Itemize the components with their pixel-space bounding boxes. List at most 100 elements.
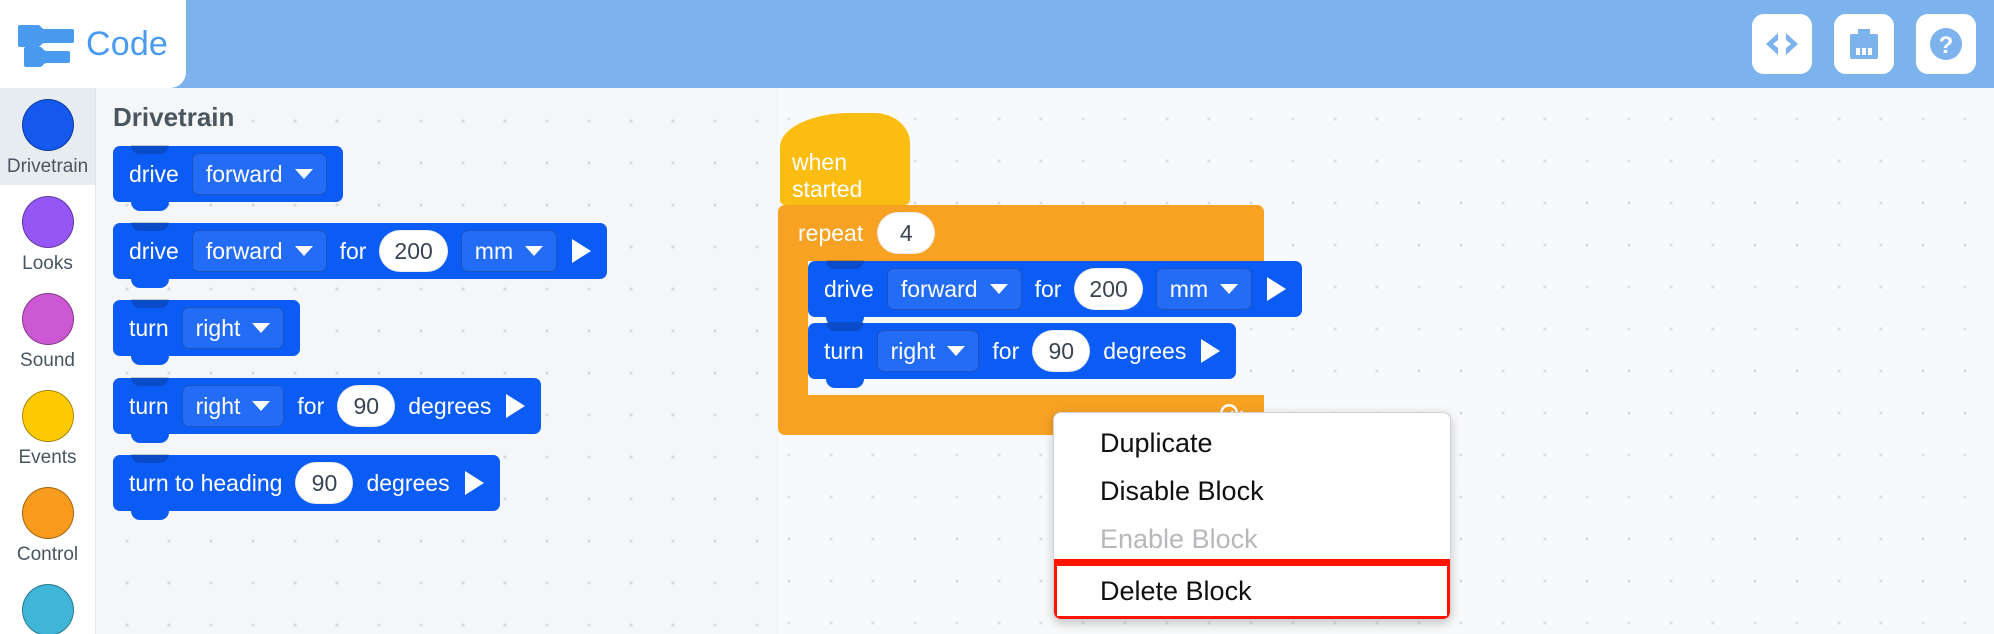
top-bar: Code bbox=[0, 0, 1994, 88]
svg-text:?: ? bbox=[1939, 32, 1954, 59]
category-color-dot bbox=[21, 196, 74, 248]
code-workspace[interactable]: when started repeat 4 drive forward bbox=[760, 88, 1994, 634]
context-menu-item-duplicate[interactable]: Duplicate bbox=[1100, 427, 1213, 458]
play-icon[interactable] bbox=[1201, 339, 1221, 363]
palette-block-turn-to-heading[interactable]: turn to heading 90 degrees bbox=[113, 454, 500, 520]
block-number-input[interactable]: 200 bbox=[379, 230, 448, 272]
block-word: drive bbox=[129, 237, 179, 264]
when-started-label: when started bbox=[792, 149, 863, 202]
block-word: drive bbox=[129, 160, 179, 187]
block-tail-label: degrees bbox=[366, 469, 450, 496]
turn-for-label: for bbox=[992, 337, 1020, 364]
devices-button[interactable] bbox=[1834, 14, 1894, 74]
robot-brain-icon bbox=[1847, 27, 1881, 61]
block-top-notch bbox=[131, 145, 169, 154]
block-bottom-nub bbox=[131, 279, 169, 288]
block-dropdown-value: right bbox=[195, 314, 241, 341]
context-menu-item-disable-block[interactable]: Disable Block bbox=[1100, 475, 1264, 506]
drive-block[interactable]: drive forward for 200 mm bbox=[808, 260, 1303, 326]
block-dropdown-value: right bbox=[195, 392, 241, 419]
sidebar-item-events[interactable]: Events bbox=[0, 379, 95, 476]
block-number-input[interactable]: 90 bbox=[337, 385, 396, 427]
chevron-down-icon bbox=[989, 284, 1008, 294]
block-tail-label: degrees bbox=[408, 392, 492, 419]
workspace-left-gutter bbox=[760, 88, 778, 634]
sidebar-item-label: Sound bbox=[20, 350, 75, 371]
drive-for-label: for bbox=[1034, 275, 1062, 302]
block-number-input[interactable]: 90 bbox=[295, 462, 354, 504]
drive-direction-value: forward bbox=[900, 275, 978, 302]
help-button[interactable]: ? bbox=[1916, 14, 1976, 74]
block-unit-dropdown[interactable]: mm bbox=[460, 230, 558, 272]
app-title: Code bbox=[85, 24, 169, 63]
sidebar-item-sound[interactable]: Sound bbox=[0, 282, 95, 379]
toolbar-buttons: ? bbox=[1752, 14, 1976, 74]
turn-label: turn bbox=[824, 337, 864, 364]
repeat-block[interactable]: repeat 4 drive forward for 200 bbox=[778, 205, 1303, 435]
block-body: drive forward bbox=[113, 145, 343, 211]
turn-block[interactable]: turn right for 90 degrees bbox=[808, 322, 1237, 388]
sidebar-item-label: Drivetrain bbox=[6, 156, 89, 177]
block-bottom-nub bbox=[131, 434, 169, 443]
block-word: turn bbox=[129, 314, 169, 341]
block-body: turn right bbox=[113, 299, 301, 365]
block-word: turn to heading bbox=[129, 469, 283, 496]
hat-cap bbox=[780, 113, 910, 147]
view-code-button[interactable] bbox=[1752, 14, 1812, 74]
chevron-down-icon bbox=[252, 323, 271, 333]
drive-unit-value: mm bbox=[1169, 275, 1209, 302]
drive-distance-input[interactable]: 200 bbox=[1074, 268, 1143, 310]
when-started-block[interactable]: when started bbox=[780, 113, 910, 214]
palette-block-turn-right[interactable]: turn right bbox=[113, 299, 301, 365]
play-icon[interactable] bbox=[506, 394, 526, 418]
sidebar-item-looks[interactable]: Looks bbox=[0, 185, 95, 282]
block-unit-value: mm bbox=[474, 237, 514, 264]
sidebar-item-label: Events bbox=[18, 447, 77, 468]
block-dropdown[interactable]: forward bbox=[191, 230, 327, 272]
category-color-dot bbox=[21, 99, 74, 151]
block-top-notch bbox=[131, 377, 169, 386]
block-bottom-nub bbox=[131, 202, 169, 211]
sidebar-item-drivetrain[interactable]: Drivetrain bbox=[0, 88, 95, 185]
chevron-down-icon bbox=[1220, 284, 1239, 294]
sidebar-item-control[interactable]: Control bbox=[0, 476, 95, 573]
category-color-dot bbox=[21, 390, 74, 442]
chevron-down-icon bbox=[252, 401, 271, 411]
repeat-spine bbox=[778, 261, 808, 395]
code-brackets-icon bbox=[1764, 31, 1800, 57]
palette-block-drive-forward[interactable]: drive forward bbox=[113, 145, 343, 211]
sidebar-item-label: Looks bbox=[22, 253, 73, 274]
drive-block-body: drive forward for 200 mm bbox=[808, 260, 1303, 326]
turn-angle-input[interactable]: 90 bbox=[1032, 330, 1091, 372]
palette-block-drive-forward-for-mm[interactable]: drive forward for 200 mm bbox=[113, 222, 608, 288]
chevron-down-icon bbox=[525, 246, 544, 256]
block-top-notch bbox=[131, 454, 169, 463]
sidebar-item-sensing[interactable]: Sensing bbox=[0, 573, 95, 634]
chevron-down-icon bbox=[947, 346, 966, 356]
block-bottom-nub bbox=[826, 317, 864, 326]
play-icon[interactable] bbox=[1267, 277, 1287, 301]
block-body: turn to heading 90 degrees bbox=[113, 454, 500, 520]
repeat-count-input[interactable]: 4 bbox=[877, 212, 936, 254]
drive-unit-dropdown[interactable]: mm bbox=[1155, 268, 1253, 310]
block-dropdown[interactable]: right bbox=[181, 385, 285, 427]
block-dropdown[interactable]: right bbox=[181, 307, 285, 349]
hat-bar: when started bbox=[780, 147, 910, 214]
play-icon[interactable] bbox=[464, 471, 484, 495]
block-dropdown-value: forward bbox=[205, 160, 283, 187]
turn-direction-dropdown[interactable]: right bbox=[876, 330, 980, 372]
category-sidebar: DrivetrainLooksSoundEventsControlSensing bbox=[0, 88, 95, 634]
play-icon[interactable] bbox=[572, 239, 592, 263]
block-word: for bbox=[339, 237, 367, 264]
turn-block-body: turn right for 90 degrees bbox=[808, 322, 1237, 388]
block-dropdown[interactable]: forward bbox=[191, 153, 327, 195]
context-menu-item-delete-block[interactable]: Delete Block bbox=[1054, 559, 1450, 619]
chevron-down-icon bbox=[294, 169, 313, 179]
app-logo-tab[interactable]: Code bbox=[0, 0, 186, 88]
block-top-notch bbox=[131, 222, 169, 231]
drive-direction-dropdown[interactable]: forward bbox=[886, 268, 1022, 310]
